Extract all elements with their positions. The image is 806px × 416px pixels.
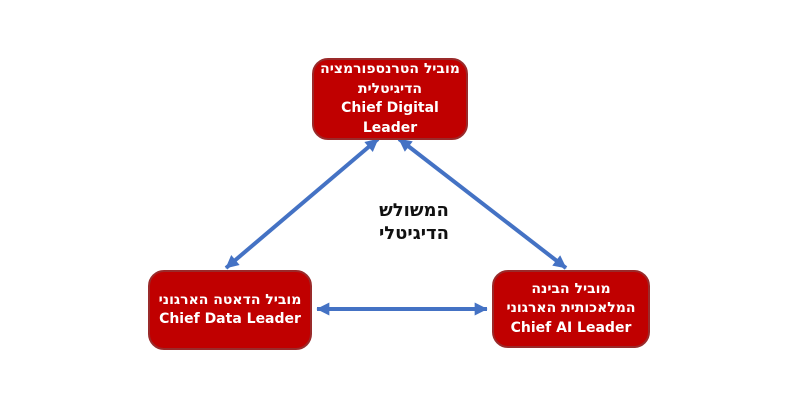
node-english-label: Chief Data Leader <box>159 311 301 327</box>
connector-digital-ai <box>397 137 568 270</box>
diagram-title: המשולש הדיגיטלי <box>348 199 480 245</box>
node-hebrew-line: הדיגיטלית <box>357 80 422 97</box>
node-chief-ai-leader: מוביל הבינה המלאכותית הארגוני Chief AI L… <box>492 270 650 348</box>
node-chief-digital-leader: מוביל הטרנספורמציה הדיגיטלית Chief Digit… <box>312 58 468 140</box>
node-english-label: Chief AI Leader <box>510 319 632 336</box>
diagram-title-line: המשולש <box>379 200 449 221</box>
node-hebrew-line: מוביל הדאטה הארגוני <box>158 291 302 308</box>
connector-digital-data <box>224 137 380 270</box>
node-hebrew-line: המלאכותית הארגוני <box>506 300 636 317</box>
node-english-label: Chief Digital Leader <box>341 100 439 136</box>
node-hebrew-line: מוביל הטרנספורמציה <box>320 61 460 77</box>
diagram-title-line: הדיגיטלי <box>378 223 449 244</box>
node-chief-data-leader: מוביל הדאטה הארגוני Chief Data Leader <box>148 270 312 350</box>
node-hebrew-line: מוביל הבינה <box>531 280 611 297</box>
